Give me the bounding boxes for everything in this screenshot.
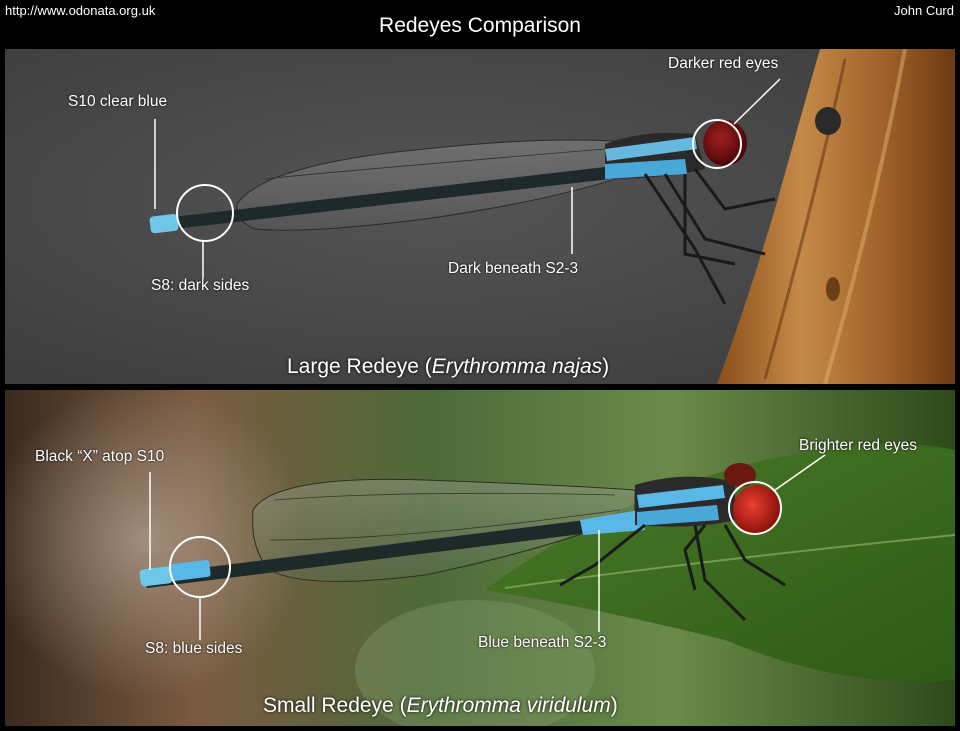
- header-author: John Curd: [894, 3, 954, 18]
- caption-common: Large Redeye: [287, 355, 419, 378]
- label-eyes: Darker red eyes: [668, 55, 779, 72]
- caption-small-redeye: Small Redeye (Erythromma viridulum): [263, 694, 618, 717]
- panel-small-redeye: Brighter red eyes Black “X” atop S10 S8:…: [5, 390, 955, 726]
- label-eyes: Brighter red eyes: [799, 437, 918, 454]
- caption-large-redeye: Large Redeye (Erythromma najas): [287, 355, 610, 378]
- header-url: http://www.odonata.org.uk: [5, 3, 156, 18]
- label-tail: S10 clear blue: [68, 93, 168, 110]
- caption-common: Small Redeye: [263, 694, 394, 717]
- label-tail: Black “X” atop S10: [35, 448, 165, 465]
- caption-scientific: Erythromma viridulum: [406, 694, 611, 717]
- label-beneath: Dark beneath S2-3: [448, 260, 579, 277]
- small-redeye-photo: [5, 390, 955, 726]
- label-sides: S8: dark sides: [151, 277, 250, 294]
- caption-scientific: Erythromma najas: [431, 355, 603, 378]
- label-sides: S8: blue sides: [145, 640, 243, 657]
- large-redeye-photo: [5, 49, 955, 384]
- page-title: Redeyes Comparison: [379, 14, 581, 37]
- panel-large-redeye: Darker red eyes S10 clear blue S8: dark …: [5, 49, 955, 384]
- label-beneath: Blue beneath S2-3: [478, 634, 607, 651]
